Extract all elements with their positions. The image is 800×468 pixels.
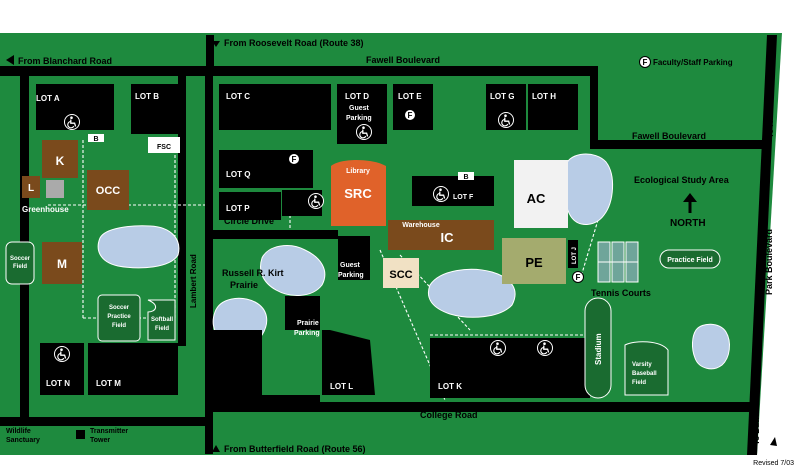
circle-drive-label: Circle Drive [224, 216, 274, 226]
building-l-label: L [28, 183, 34, 194]
building-m-label: M [57, 257, 67, 271]
soccer-field-label-1: Soccer [10, 256, 31, 262]
tennis-courts [597, 241, 639, 283]
faculty-marker-q: F [292, 155, 297, 164]
russell-prairie-label-1: Russell R. Kirt [222, 268, 284, 278]
tennis-courts-label: Tennis Courts [591, 288, 651, 298]
east-offmap [757, 33, 800, 455]
varsity-label-2: Baseball [632, 371, 657, 377]
building-ac-label: AC [527, 191, 546, 206]
greenhouse-label: Greenhouse [22, 205, 69, 214]
guest-parking-label-1: Guest [340, 262, 361, 269]
soccer-field-label-2: Field [13, 264, 27, 270]
building-scc-label: SCC [389, 269, 412, 281]
fawell-right-label: Fawell Boulevard [632, 131, 706, 141]
to-butterfield-label: To Butterfield Road [752, 371, 761, 445]
lot-k-label: LOT K [438, 382, 462, 391]
building-k-label: K [56, 154, 65, 168]
soccer-practice-label-1: Soccer [109, 305, 130, 311]
building-src-label: SRC [344, 186, 372, 201]
north-arrow-icon [683, 193, 697, 213]
lot-d-guest-label: Guest [349, 105, 370, 112]
faculty-marker-e: F [408, 111, 413, 120]
blanchard-road-label: From Blanchard Road [18, 56, 112, 66]
prairie-parking-label-2: Parking [294, 330, 320, 337]
revised-note: Revised 7/03 [753, 460, 794, 467]
building-occ-label: OCC [96, 185, 121, 197]
park-boulevard-label: Park Boulevard [764, 229, 774, 295]
wdcb-label-2: Transmitter [90, 428, 128, 435]
russell-prairie-label-2: Prairie [230, 280, 258, 290]
bus-marker-f: B [463, 174, 468, 181]
to-roosevelt-label: To Roosevelt Road [766, 66, 775, 138]
legend-faculty-symbol: F [643, 58, 648, 67]
softball-field-label-2: Field [155, 326, 169, 332]
library-label: Library [346, 168, 370, 175]
lot-j-label: LOT J [572, 247, 578, 264]
lot-p-label: LOT P [226, 204, 250, 213]
transmitter-tower-icon [76, 430, 85, 439]
fsc-label: FSC [157, 144, 171, 151]
lot-b-label: LOT B [135, 92, 159, 101]
butterfield-road-label: From Butterfield Road (Route 56) [224, 444, 366, 454]
direction-arrow-icon [6, 41, 777, 452]
road-network [0, 35, 777, 455]
roosevelt-road-label: From Roosevelt Road (Route 38) [224, 38, 364, 48]
wdcb-label-3: Tower [90, 437, 110, 444]
eco-area-label: Ecological Study Area [634, 175, 730, 185]
hoddinott-label-2: Wildlife [6, 428, 31, 435]
buildings [22, 137, 568, 288]
warehouse-label: Warehouse [402, 222, 440, 229]
fawell-top-label: Fawell Boulevard [366, 55, 440, 65]
lot-g-label: LOT G [490, 92, 514, 101]
lambert-road-label: Lambert Road [189, 254, 198, 308]
lot-d-label: LOT D [345, 92, 369, 101]
hoddinott-label-1: B.J. Hoddinott [6, 419, 54, 426]
lot-d-parking-label: Parking [346, 115, 372, 122]
lot-m-label: LOT M [96, 379, 121, 388]
stadium-label: Stadium [594, 333, 603, 365]
building-ic-label: IC [441, 230, 455, 245]
wdcb-label-1: WDCB-FM [90, 419, 124, 426]
lot-c-label: LOT C [226, 92, 250, 101]
prairie-parking-label-1: Prairie [297, 320, 319, 327]
varsity-label-1: Varsity [632, 362, 652, 368]
bus-marker-a: B [93, 136, 98, 143]
parking-lots [36, 84, 590, 402]
soccer-practice-label-2: Practice [107, 314, 131, 320]
softball-field-label-1: Softball [151, 317, 173, 323]
ponds [97, 153, 730, 370]
lot-n-label: LOT N [46, 379, 70, 388]
lot-a-label: LOT A [36, 94, 60, 103]
soccer-practice-label-3: Field [112, 323, 126, 329]
varsity-label-3: Field [632, 380, 646, 386]
legend-faculty-label: Faculty/Staff Parking [653, 58, 733, 67]
lot-l-label: LOT L [330, 382, 353, 391]
lot-h-label: LOT H [532, 92, 556, 101]
lot-e-label: LOT E [398, 92, 422, 101]
bus-stop-icon [88, 134, 474, 180]
guest-parking-label-2: Parking [338, 272, 364, 279]
lot-f-label: LOT F [453, 194, 474, 201]
athletic-fields [5, 241, 721, 399]
hoddinott-label-3: Sanctuary [6, 437, 40, 444]
practice-field-label: Practice Field [667, 257, 713, 264]
college-road-label: College Road [420, 410, 478, 420]
north-label: NORTH [670, 218, 706, 229]
faculty-marker-j: F [576, 273, 581, 282]
lot-q-label: LOT Q [226, 170, 250, 179]
building-pe-label: PE [525, 255, 543, 270]
